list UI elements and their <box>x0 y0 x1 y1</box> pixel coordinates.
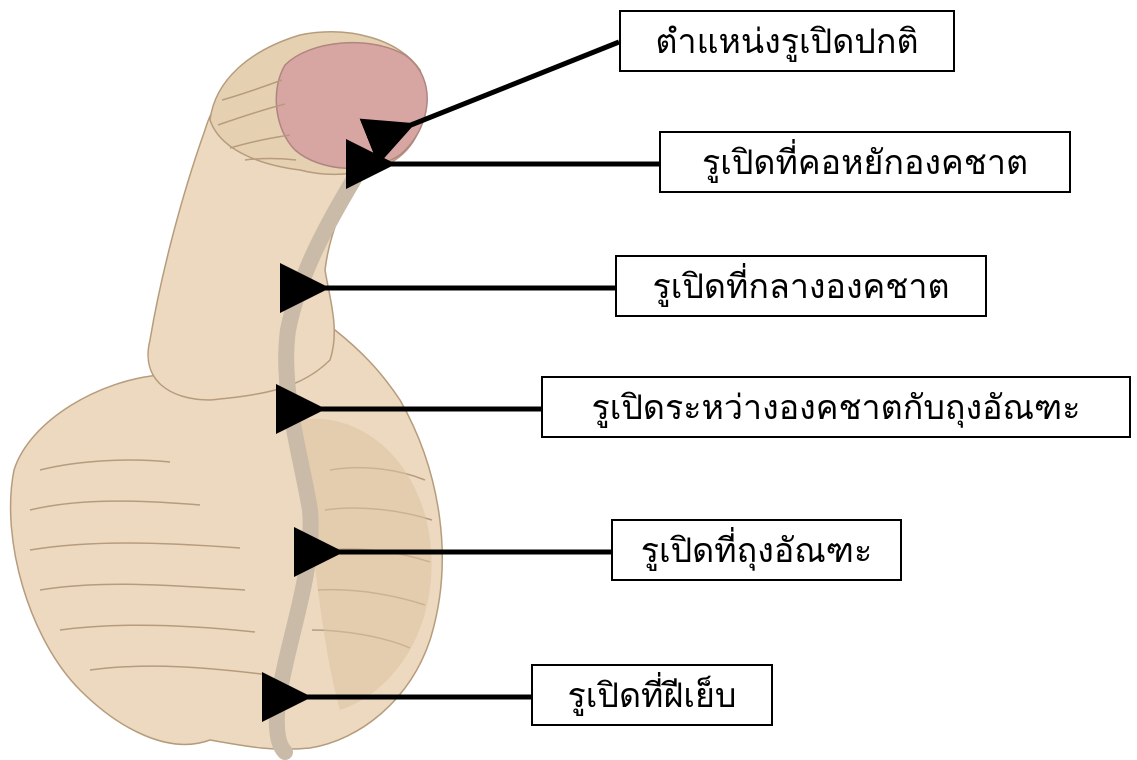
label-perineal-opening: รูเปิดที่ฝีเย็บ <box>531 664 773 726</box>
label-normal-position: ตำแหน่งรูเปิดปกติ <box>619 10 955 72</box>
glans-shape <box>276 43 427 169</box>
label-coronal-opening: รูเปิดที่คอหยักองคชาต <box>659 131 1071 193</box>
opening-midshaft <box>290 274 302 296</box>
arrow-normal <box>406 42 619 127</box>
label-penoscrotal-opening: รูเปิดระหว่างองคชาตกับถุงอัณฑะ <box>541 376 1131 438</box>
label-scrotal-opening: รูเปิดที่ถุงอัณฑะ <box>611 519 902 581</box>
opening-scrotal <box>301 545 313 567</box>
opening-penoscrotal <box>286 394 300 416</box>
opening-perineal <box>268 684 284 710</box>
label-midshaft-opening: รูเปิดที่กลางองคชาต <box>615 255 987 317</box>
